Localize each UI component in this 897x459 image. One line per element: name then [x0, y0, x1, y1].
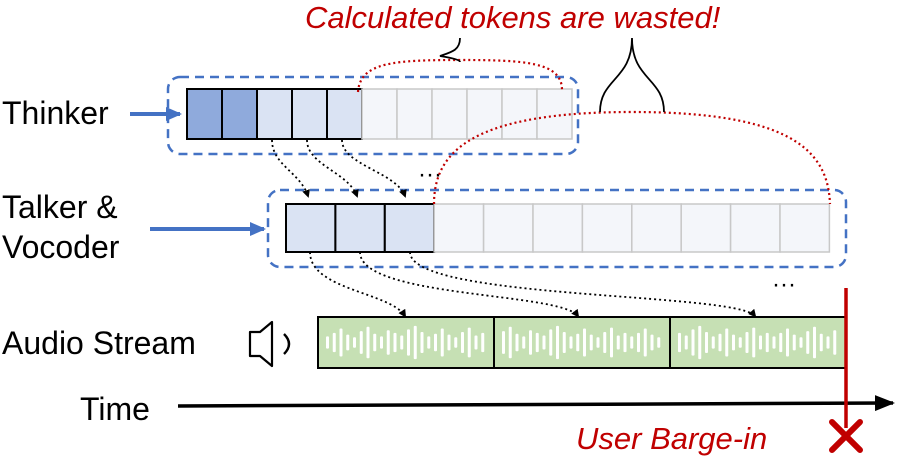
- talker-token-computed: [334, 203, 386, 253]
- wasted-tokens-warning: Calculated tokens are wasted!: [305, 0, 721, 35]
- talker-dashed-box: [266, 188, 848, 269]
- thinker-tokens: [186, 88, 573, 140]
- audio-segment: [317, 316, 495, 369]
- thinker-token-computed: [291, 88, 328, 140]
- thinker-waste-outline: [356, 58, 564, 93]
- talker-label-line2: Vocoder: [2, 229, 120, 265]
- close-icon: [829, 419, 863, 453]
- barge-in-label: User Barge-in: [576, 421, 767, 456]
- thinker-token-done: [186, 88, 223, 140]
- talker-token-pending: [631, 203, 682, 253]
- audio-waveform: [326, 325, 485, 360]
- talker-token-pending: [482, 203, 534, 253]
- talker-waste-brace: [599, 37, 665, 113]
- talker-token-computed: [285, 203, 337, 253]
- thinker-label: Thinker: [2, 95, 109, 131]
- speaker-icon: [248, 320, 291, 368]
- thinker-to-talker-arrow-3: [341, 139, 407, 198]
- talker-tokens: [285, 203, 831, 253]
- thinker-dashed-box: [166, 75, 580, 156]
- thinker-token-done: [221, 88, 258, 140]
- audio-waveform: [502, 325, 661, 360]
- thinker-ellipsis: ···: [418, 161, 442, 188]
- talker-token-pending: [729, 203, 781, 253]
- time-axis-arrow: [177, 395, 895, 412]
- thinker-token-computed: [256, 88, 293, 140]
- audio-segment: [493, 316, 671, 369]
- thinker-token-pending: [396, 88, 433, 140]
- audio-waveform: [678, 325, 837, 360]
- talker-token-pending: [680, 203, 732, 253]
- audio-ellipsis: ···: [772, 271, 796, 298]
- thinker-token-computed: [326, 88, 363, 140]
- talker-to-audio-arrow-2: [359, 251, 580, 318]
- talker-token-computed: [383, 203, 436, 253]
- thinker-to-talker-arrow-2: [306, 139, 359, 198]
- talker-token-pending: [532, 203, 584, 253]
- talker-token-pending: [779, 203, 831, 253]
- thinker-to-talker-arrow-1: [271, 139, 310, 198]
- thinker-token-pending: [501, 88, 538, 140]
- talker-to-audio-arrow-3: [409, 251, 757, 318]
- thinker-token-pending: [361, 88, 398, 140]
- audio-stream: [317, 316, 847, 369]
- audio-stream-label: Audio Stream: [2, 325, 196, 361]
- talker-token-pending: [581, 203, 633, 253]
- thinker-token-pending: [536, 88, 573, 140]
- thinker-token-pending: [466, 88, 503, 140]
- talker-token-pending: [433, 203, 485, 253]
- time-label: Time: [80, 391, 150, 427]
- thinker-token-pending: [431, 88, 468, 140]
- audio-segment: [669, 316, 847, 369]
- thinker-waste-brace: [439, 37, 461, 63]
- talker-to-audio-arrow-1: [309, 251, 407, 318]
- talker-label-line1: Talker &: [2, 189, 118, 225]
